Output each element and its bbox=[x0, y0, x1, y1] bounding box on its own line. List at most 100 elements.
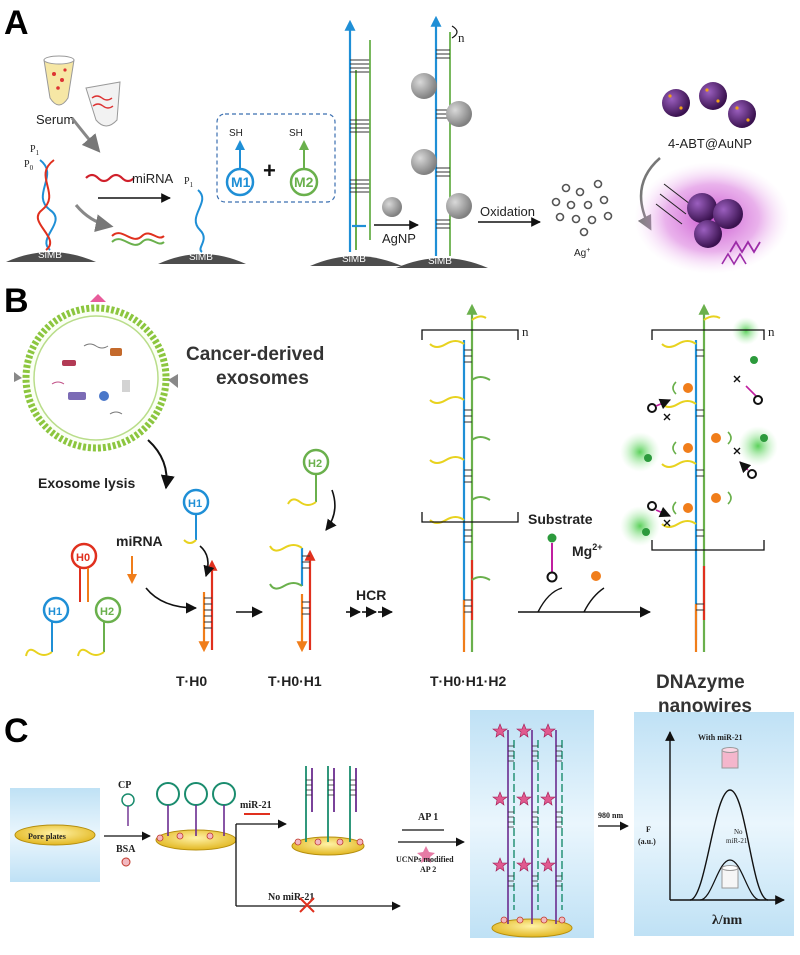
simb-label-2: SiMB bbox=[189, 252, 213, 263]
serum-label: Serum bbox=[36, 112, 74, 127]
raman-signal-icon-2 bbox=[721, 252, 747, 266]
h2b-label: H2 bbox=[308, 458, 322, 470]
th0h1-basepairs bbox=[302, 555, 310, 615]
h1-hairpin-loop bbox=[42, 596, 70, 624]
au-axis-label: (a.u.) bbox=[638, 837, 656, 846]
panel-c: C Pore plates CP BSA miR-21 bbox=[4, 710, 794, 938]
arrow-duplex bbox=[74, 204, 114, 232]
m2-label: M2 bbox=[294, 174, 314, 190]
exosome-title-line1: Cancer-derived bbox=[186, 344, 324, 365]
p1-label: P1 bbox=[30, 144, 40, 157]
agnp-bound-1 bbox=[411, 73, 437, 99]
blocked-x-icon bbox=[299, 897, 315, 913]
h1b-tail bbox=[183, 539, 197, 544]
arrow-h1-bind bbox=[199, 545, 215, 578]
panel-c-letter: C bbox=[4, 712, 29, 750]
ag-ion-label: Ag+ bbox=[574, 247, 590, 259]
sh-label-2: SH bbox=[289, 128, 303, 139]
mirna-strand bbox=[85, 173, 135, 183]
raman-signal-icon bbox=[729, 240, 761, 254]
ucnps-label-line2: AP 2 bbox=[420, 865, 436, 874]
mir21-label: miR-21 bbox=[240, 800, 272, 811]
exosome-lysis-label: Exosome lysis bbox=[38, 475, 135, 491]
m1-hairpin-loop bbox=[225, 167, 255, 197]
repeat-bracket-top-b2 bbox=[651, 329, 765, 340]
agnp-bound-4 bbox=[446, 193, 472, 219]
th0h1-tail-2 bbox=[269, 582, 303, 590]
repeat-n-b1: n bbox=[522, 324, 529, 339]
cp-hairpins bbox=[156, 782, 236, 842]
hairpin-box bbox=[216, 113, 336, 203]
simb-label-1: SiMB bbox=[38, 250, 62, 261]
ap1-label: AP 1 bbox=[418, 812, 438, 823]
nm980-label: 980 nm bbox=[598, 811, 623, 820]
aunp-dots bbox=[668, 88, 750, 122]
arrow-mg-branch bbox=[583, 587, 605, 613]
f-axis-label: F bbox=[646, 825, 651, 834]
substrate-quencher bbox=[546, 571, 558, 583]
agnp-bound-2 bbox=[446, 101, 472, 127]
extract-tube-icon bbox=[85, 81, 121, 127]
arrow-serum-to-mirna bbox=[70, 117, 101, 153]
with-mir21-label: With miR-21 bbox=[698, 733, 743, 742]
ucnps-label-line1: UCNPs modified bbox=[396, 855, 454, 864]
bsa-label: BSA bbox=[116, 844, 136, 855]
exosome-title-line2: exosomes bbox=[216, 368, 309, 389]
laser-lines bbox=[655, 183, 691, 225]
arrow-lysis bbox=[147, 439, 175, 490]
substrate-fluorophore bbox=[547, 533, 557, 543]
cp-hairpin-icon bbox=[121, 793, 135, 807]
pore-plates-label: Pore plates bbox=[28, 832, 66, 841]
h1-label: H1 bbox=[48, 606, 62, 618]
bsa-icon bbox=[121, 857, 131, 867]
mg-label: Mg2+ bbox=[572, 542, 602, 559]
repeat-bracket-bottom-b2 bbox=[651, 540, 765, 551]
h2-tail bbox=[77, 648, 105, 657]
th0-label: T·H0 bbox=[176, 673, 207, 689]
arrow-substrate-branch bbox=[537, 587, 563, 613]
repeat-n-b2: n bbox=[768, 324, 775, 339]
th0h1-tail-1 bbox=[269, 544, 303, 552]
serum-tube-icon bbox=[43, 55, 75, 106]
arrow-h2-bind bbox=[325, 489, 337, 531]
th0h1h2-nanowire bbox=[429, 303, 491, 652]
no-mir21-curve bbox=[699, 859, 761, 901]
h2-hairpin-loop bbox=[94, 596, 122, 624]
dnazyme-nanowire bbox=[620, 303, 778, 652]
hcr-nanowire-agnp bbox=[430, 15, 451, 256]
cleaved-substrates bbox=[642, 356, 768, 536]
simb-label-4: SiMB bbox=[428, 256, 452, 267]
aunp-aggregate-3 bbox=[694, 220, 722, 248]
cp-label: CP bbox=[118, 780, 131, 791]
abt-aunp-label: 4-ABT@AuNP bbox=[668, 136, 752, 151]
p1b-label: P1 bbox=[184, 176, 194, 189]
sh-label-1: SH bbox=[229, 128, 243, 139]
dna-helix-icon bbox=[36, 159, 57, 251]
ucnp-strands bbox=[492, 723, 566, 924]
no-mir21-vial-icon bbox=[721, 865, 739, 889]
mg-ion bbox=[591, 571, 601, 581]
no-label-line2: miR-21 bbox=[726, 837, 748, 845]
aunp-particle-2 bbox=[699, 82, 727, 110]
hcr-label: HCR bbox=[356, 587, 386, 603]
h2-label: H2 bbox=[100, 606, 114, 618]
simb-bead-3 bbox=[310, 256, 402, 266]
agnp-label: AgNP bbox=[382, 231, 416, 246]
h0-label: H0 bbox=[76, 552, 90, 564]
with-mir21-vial-icon bbox=[721, 747, 739, 769]
aunp-aggregate-1 bbox=[687, 193, 717, 223]
simb-label-3: SiMB bbox=[342, 254, 366, 265]
repeat-bracket-bottom-b1 bbox=[421, 512, 519, 523]
dnazyme-label-line2: nanowires bbox=[658, 696, 752, 717]
panel-a: A Serum P1 P0 SiMB miRNA bbox=[4, 4, 790, 274]
exosome-icon bbox=[14, 294, 178, 452]
p0-label: P0 bbox=[24, 159, 34, 172]
substrate-label: Substrate bbox=[528, 511, 593, 527]
m2-hairpin-loop bbox=[289, 167, 319, 197]
dnazyme-label-line1: DNAzyme bbox=[656, 672, 745, 693]
no-mir21-label: No miR-21 bbox=[268, 892, 314, 903]
simb-bead-2 bbox=[158, 254, 246, 264]
m1-label: M1 bbox=[231, 174, 251, 190]
ag-ion-cluster bbox=[551, 179, 613, 237]
